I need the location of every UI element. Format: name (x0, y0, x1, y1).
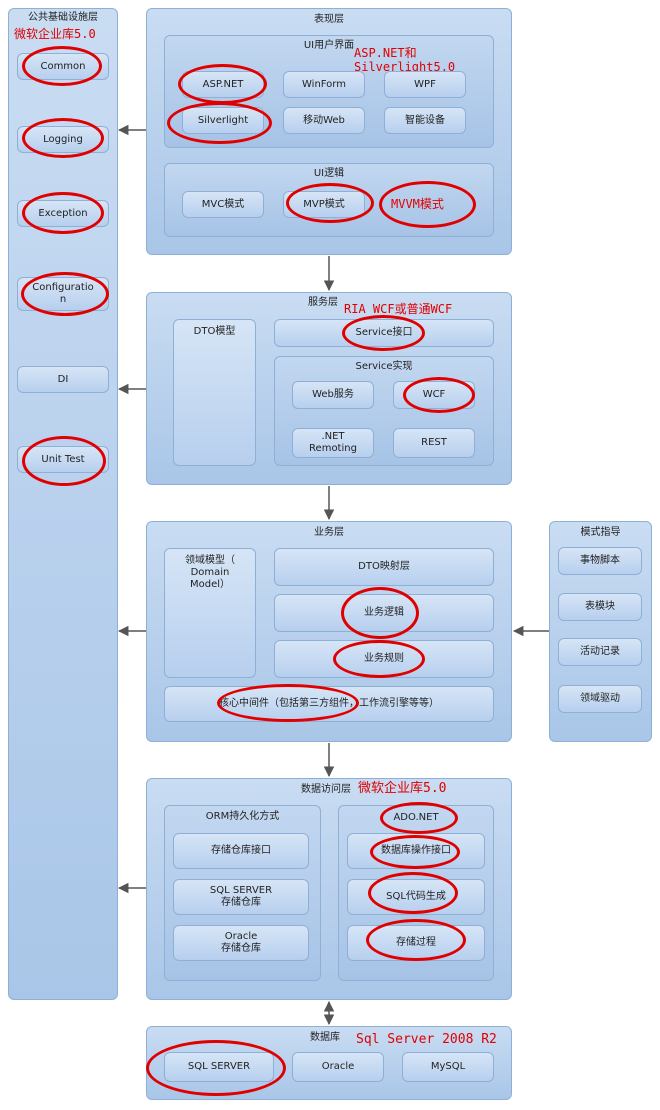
logic-mvc: MVC模式 (182, 191, 264, 218)
pattern-transaction-script: 事物脚本 (558, 547, 642, 575)
highlight-stored-procedure (366, 919, 466, 961)
service-dto-model: DTO模型 (173, 319, 256, 466)
pattern-table-module: 表模块 (558, 593, 642, 621)
service-dto-label: DTO模型 (193, 326, 236, 337)
highlight-aspnet (178, 64, 267, 104)
infra-di: DI (17, 366, 109, 393)
highlight-business-logic (341, 587, 419, 639)
orm-sqlserver-repository: SQL SERVER 存储仓库 (173, 879, 309, 915)
ui-group-title: UI用户界面 (303, 40, 355, 51)
highlight-wcf (403, 377, 475, 413)
ui-logic-title: UI逻辑 (313, 168, 345, 179)
db-oracle: Oracle (292, 1052, 384, 1082)
pattern-active-record: 活动记录 (558, 638, 642, 666)
highlight-mvp (286, 183, 374, 223)
db-mysql: MySQL (402, 1052, 494, 1082)
ui-winform: WinForm (283, 71, 365, 98)
highlight-sqlserver (146, 1040, 286, 1096)
highlight-configuration (21, 272, 109, 316)
orm-repository-interface: 存储仓库接口 (173, 833, 309, 869)
data-access-note: 微软企业库5.0 (358, 781, 447, 796)
service-web: Web服务 (292, 381, 374, 409)
highlight-core-middleware (217, 684, 359, 722)
business-title: 业务层 (314, 527, 344, 538)
presentation-title: 表现层 (314, 14, 344, 25)
ui-smart-device: 智能设备 (384, 107, 466, 134)
ui-wpf: WPF (384, 71, 466, 98)
ui-mobile-web: 移动Web (283, 107, 365, 134)
highlight-logging (22, 118, 104, 158)
domain-model-label: 领域模型（ Domain Model） (185, 555, 235, 590)
highlight-unit-test (22, 436, 106, 486)
highlight-business-rules (333, 640, 425, 678)
pattern-domain-driven: 领域驱动 (558, 685, 642, 713)
database-note: Sql Server 2008 R2 (356, 1032, 497, 1047)
highlight-db-interface (370, 835, 460, 869)
highlight-exception (22, 192, 104, 234)
service-note: RIA WCF或普通WCF (344, 302, 453, 316)
data-access-title: 数据访问层 (301, 784, 351, 795)
pattern-guidance-title: 模式指导 (580, 527, 621, 538)
highlight-silverlight (167, 102, 272, 144)
highlight-adonet (380, 802, 458, 834)
orm-group-title: ORM持久化方式 (205, 811, 280, 822)
service-impl-title: Service实现 (355, 361, 413, 372)
dto-mapping-layer: DTO映射层 (274, 548, 494, 586)
orm-oracle-repository: Oracle 存储仓库 (173, 925, 309, 961)
service-rest: REST (393, 428, 475, 458)
infrastructure-note: 微软企业库5.0 (14, 27, 96, 41)
infrastructure-title: 公共基础设施层 (28, 12, 98, 23)
highlight-service-interface (342, 315, 425, 351)
highlight-sql-codegen (368, 872, 458, 914)
domain-model: 领域模型（ Domain Model） (164, 548, 256, 678)
database-title: 数据库 (310, 1032, 340, 1043)
highlight-mvvm (379, 181, 476, 228)
ui-note: ASP.NET和 Silverlight5.0 (354, 46, 456, 74)
service-remoting: .NET Remoting (292, 428, 374, 458)
infrastructure-layer (8, 8, 118, 1000)
highlight-common (22, 46, 102, 86)
service-title: 服务层 (308, 297, 338, 308)
